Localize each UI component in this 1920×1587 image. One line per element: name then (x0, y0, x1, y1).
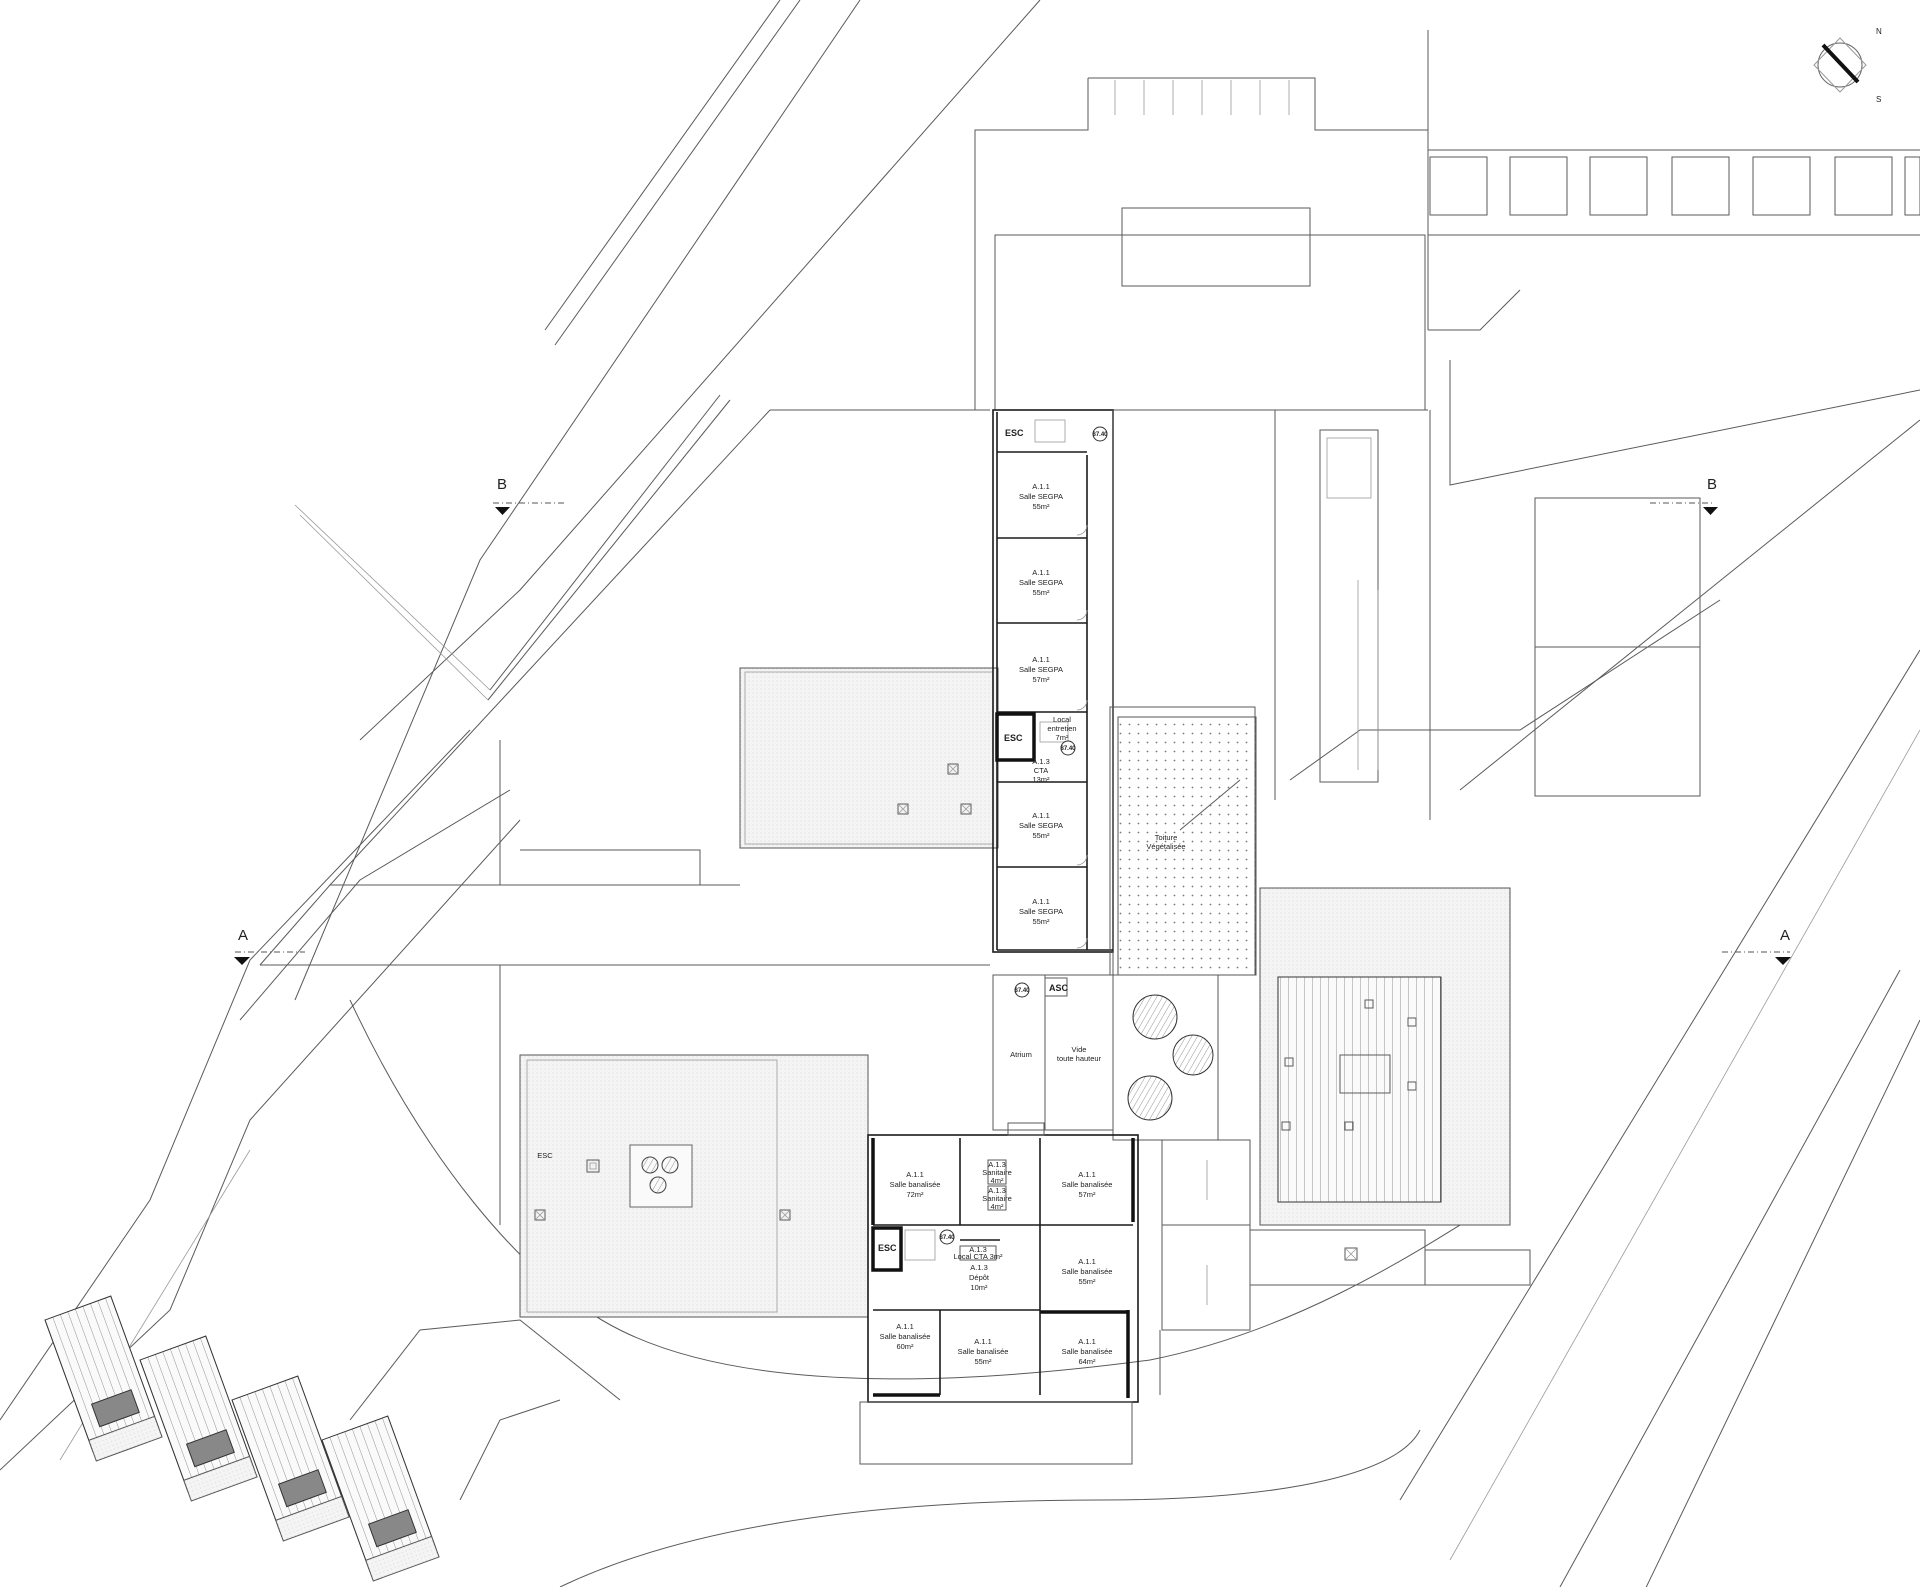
room-local-entretien: Local entretien 7m² (1047, 715, 1076, 742)
toiture-sub: Végétalisée (1146, 842, 1185, 851)
svg-text:A.1.1: A.1.1 (906, 1170, 924, 1179)
svg-text:Salle banalisée: Salle banalisée (1062, 1347, 1113, 1356)
svg-text:Local CTA 3m²: Local CTA 3m² (953, 1252, 1003, 1261)
svg-text:55m²: 55m² (974, 1357, 992, 1366)
svg-text:A.1.1: A.1.1 (1032, 482, 1050, 491)
svg-text:Salle banalisée: Salle banalisée (958, 1347, 1009, 1356)
svg-text:A.1.3: A.1.3 (969, 1245, 987, 1254)
svg-text:A.1.1: A.1.1 (1078, 1170, 1096, 1179)
top-railing (1114, 80, 1290, 115)
svg-text:A.1.3: A.1.3 (988, 1186, 1006, 1195)
svg-text:Salle banalisée: Salle banalisée (1062, 1267, 1113, 1276)
svg-text:57m²: 57m² (1078, 1190, 1096, 1199)
svg-text:4m²: 4m² (991, 1202, 1004, 1211)
svg-text:57m²: 57m² (1032, 675, 1050, 684)
svg-text:Salle banalisée: Salle banalisée (880, 1332, 931, 1341)
svg-text:A.1.3: A.1.3 (988, 1160, 1006, 1169)
section-a-right: A (1780, 927, 1790, 944)
svg-text:64m²: 64m² (1078, 1357, 1096, 1366)
section-b-left: B (497, 476, 507, 493)
svg-text:A.1.3: A.1.3 (970, 1263, 988, 1272)
houses (44, 1295, 440, 1582)
north-arrow-icon: N S (1813, 27, 1882, 104)
atrium-label: Atrium (1010, 1050, 1032, 1059)
svg-text:4m²: 4m² (991, 1176, 1004, 1185)
room-segpa-3: A.1.1 Salle SEGPA 57m² (1019, 655, 1063, 684)
room-local-cta: A.1.3 Local CTA 3m² (953, 1245, 1003, 1261)
room-banal-55-a: A.1.1 Salle banalisée 55m² (1062, 1257, 1113, 1286)
svg-text:Salle banalisée: Salle banalisée (890, 1180, 941, 1189)
svg-text:Dépôt: Dépôt (969, 1273, 990, 1282)
svg-text:55m²: 55m² (1032, 831, 1050, 840)
level-marker-3: 87.40 (1014, 988, 1030, 994)
esc-north-label: ESC (1005, 428, 1024, 438)
svg-text:60m²: 60m² (896, 1342, 914, 1351)
level-marker-4: 87.40 (939, 1235, 955, 1241)
svg-text:A.1.1: A.1.1 (1032, 897, 1050, 906)
room-segpa-2: A.1.1 Salle SEGPA 55m² (1019, 568, 1063, 597)
vide-sub: toute hauteur (1057, 1054, 1102, 1063)
section-markers: B B A A (234, 476, 1791, 965)
room-segpa-5: A.1.1 Salle SEGPA 55m² (1019, 897, 1063, 926)
level-marker-2: 87.40 (1060, 746, 1076, 752)
svg-text:Salle SEGPA: Salle SEGPA (1019, 578, 1063, 587)
svg-text:A.1.1: A.1.1 (974, 1337, 992, 1346)
svg-text:A.1.1: A.1.1 (1078, 1257, 1096, 1266)
svg-text:Sanitaire: Sanitaire (982, 1194, 1012, 1203)
svg-text:Sanitaire: Sanitaire (982, 1168, 1012, 1177)
vide-label: Vide (1072, 1045, 1087, 1054)
room-banal-60: A.1.1 Salle banalisée 60m² (880, 1322, 931, 1351)
svg-text:Salle SEGPA: Salle SEGPA (1019, 821, 1063, 830)
room-banal-72: A.1.1 Salle banalisée 72m² (890, 1170, 941, 1199)
room-sanitaire-1: A.1.3 Sanitaire 4m² (982, 1159, 1012, 1185)
svg-text:A.1.3: A.1.3 (1032, 757, 1050, 766)
room-segpa-1: A.1.1 Salle SEGPA 55m² (1019, 482, 1063, 511)
svg-text:10m²: 10m² (970, 1283, 988, 1292)
svg-text:A.1.1: A.1.1 (1032, 811, 1050, 820)
room-segpa-4: A.1.1 Salle SEGPA 55m² (1019, 811, 1063, 840)
svg-text:55m²: 55m² (1078, 1277, 1096, 1286)
room-cta: A.1.3 CTA 13m² (1032, 757, 1050, 784)
room-banal-64: A.1.1 Salle banalisée 64m² (1062, 1337, 1113, 1366)
section-a-left: A (238, 927, 248, 944)
svg-text:A.1.1: A.1.1 (1032, 568, 1050, 577)
svg-text:72m²: 72m² (906, 1190, 924, 1199)
esc-south-label: ESC (878, 1243, 897, 1253)
svg-text:Salle SEGPA: Salle SEGPA (1019, 907, 1063, 916)
svg-text:A.1.1: A.1.1 (1078, 1337, 1096, 1346)
svg-text:55m²: 55m² (1032, 502, 1050, 511)
room-banal-57: A.1.1 Salle banalisée 57m² (1062, 1170, 1113, 1199)
esc-terrace-label: ESC (537, 1151, 553, 1160)
north-wing: ESC ESC 87.40 87.40 A.1.1 Salle SEGPA 55… (992, 409, 1114, 1130)
svg-text:entretien: entretien (1047, 724, 1076, 733)
svg-text:Local: Local (1053, 715, 1071, 724)
esc-mid-label: ESC (1004, 733, 1023, 743)
svg-text:7m²: 7m² (1056, 733, 1069, 742)
level-marker-1: 87.40 (1092, 432, 1108, 438)
svg-text:A.1.1: A.1.1 (896, 1322, 914, 1331)
compass-n: N (1876, 27, 1882, 36)
section-b-right: B (1707, 476, 1717, 493)
roof-terraces: ESC (499, 667, 999, 1318)
svg-text:Salle SEGPA: Salle SEGPA (1019, 665, 1063, 674)
svg-text:CTA: CTA (1034, 766, 1048, 775)
room-banal-55-b: A.1.1 Salle banalisée 55m² (958, 1337, 1009, 1366)
svg-text:13m²: 13m² (1032, 775, 1050, 784)
south-block: ESC 87.40 A.1.1 Salle banalisée 72m² A.1… (859, 1122, 1139, 1465)
compass-s: S (1876, 95, 1881, 104)
room-depot: A.1.3 Dépôt 10m² (969, 1263, 990, 1292)
room-sanitaire-2: A.1.3 Sanitaire 4m² (982, 1185, 1012, 1211)
east-block (1159, 887, 1531, 1395)
parking-boxes (1429, 156, 1920, 216)
svg-text:55m²: 55m² (1032, 588, 1050, 597)
svg-text:Salle SEGPA: Salle SEGPA (1019, 492, 1063, 501)
svg-text:A.1.1: A.1.1 (1032, 655, 1050, 664)
svg-text:55m²: 55m² (1032, 917, 1050, 926)
toiture-label: Toiture (1155, 833, 1178, 842)
atrium-block: ASC 87.40 Atrium Vide toute hauteur Toit… (992, 706, 1257, 1141)
svg-text:Salle banalisée: Salle banalisée (1062, 1180, 1113, 1189)
asc-label: ASC (1049, 983, 1069, 993)
